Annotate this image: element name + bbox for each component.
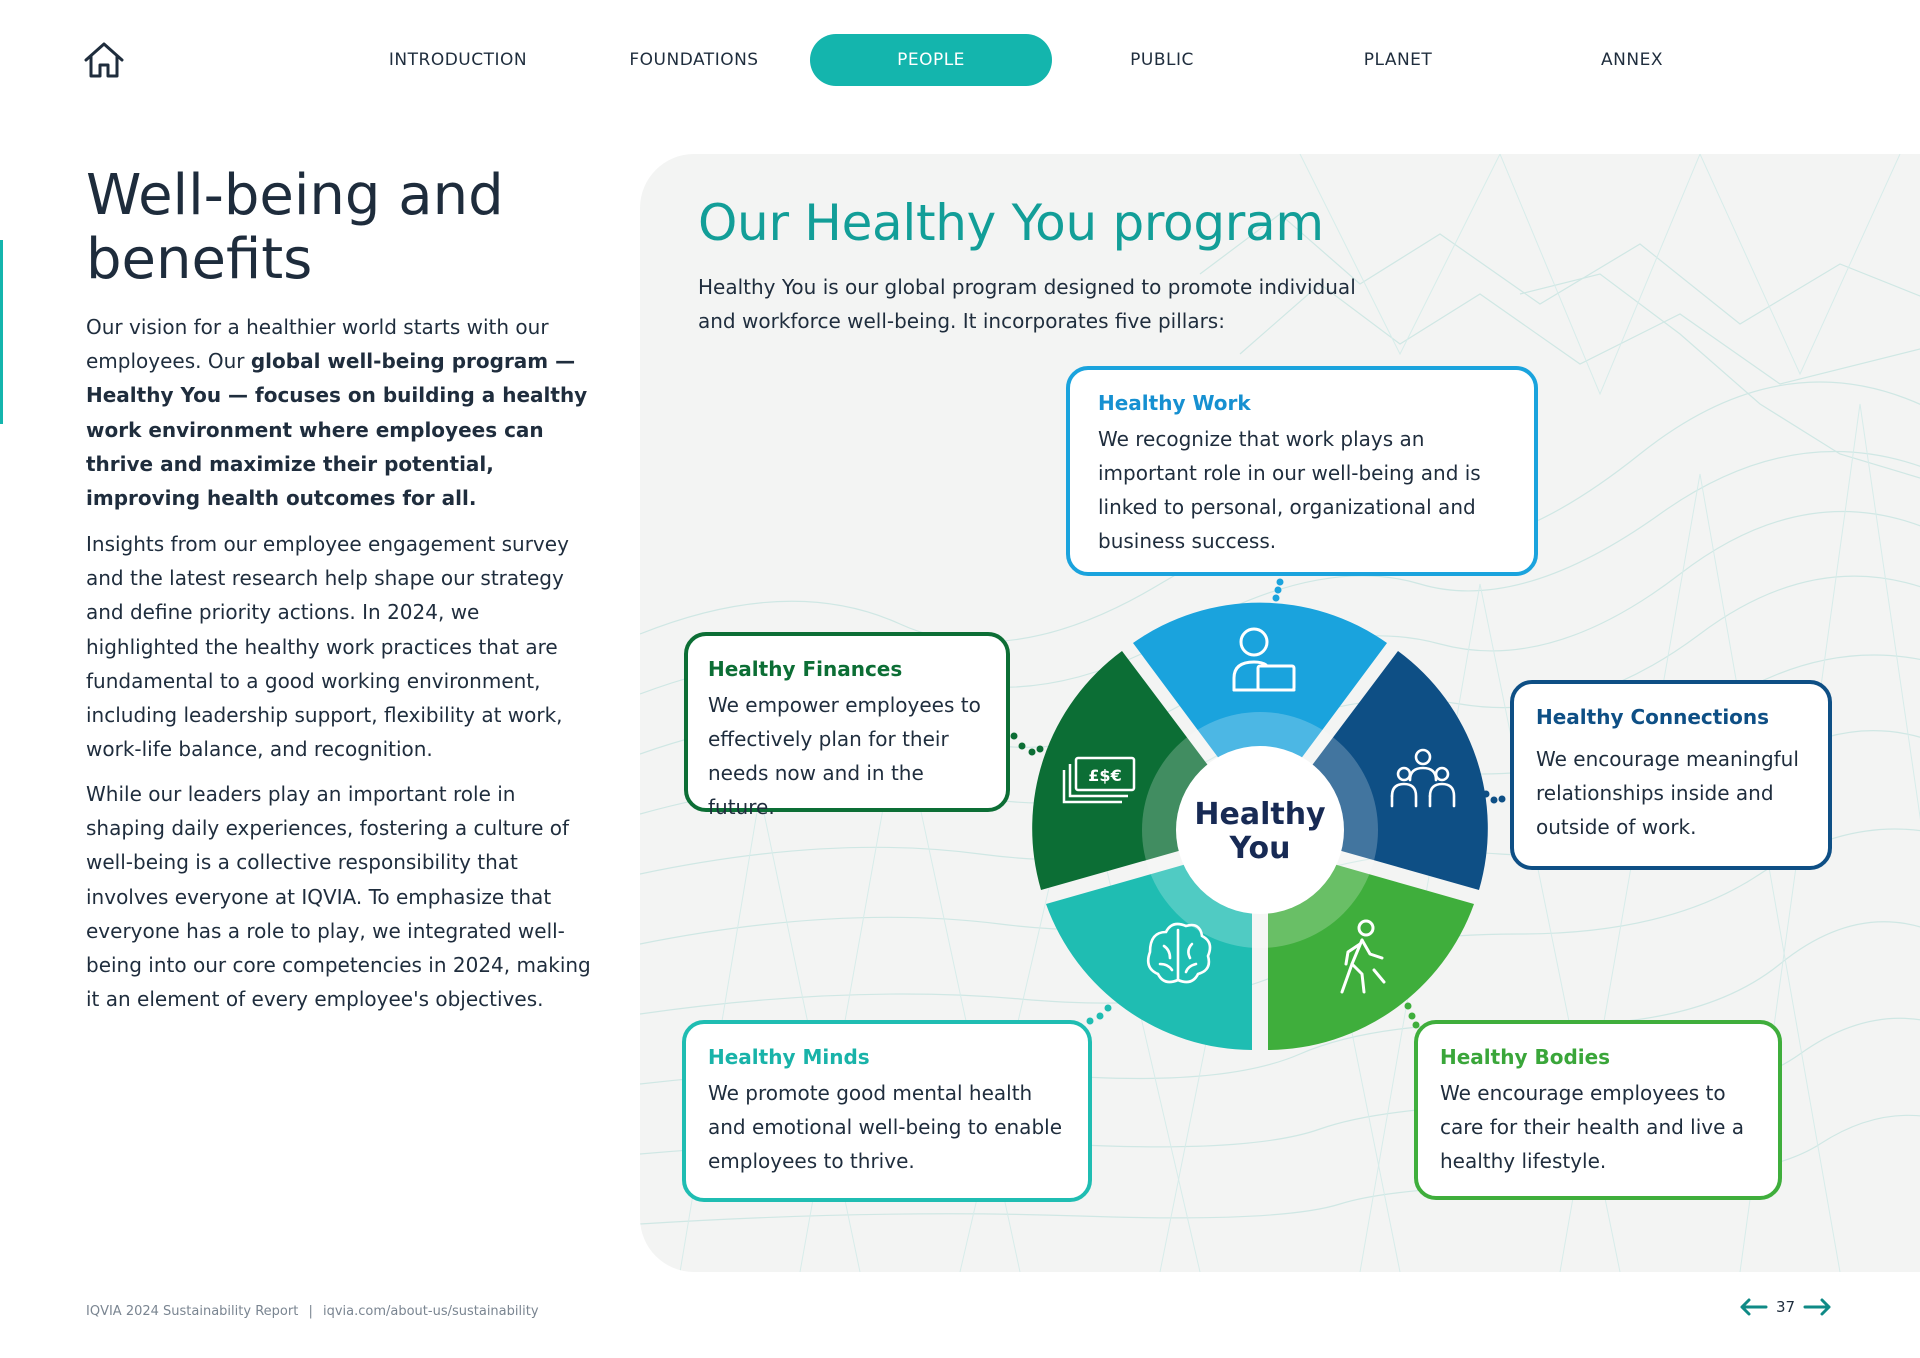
person-laptop-icon [1232,627,1296,692]
brain-icon [1146,922,1212,984]
walking-person-icon [1340,919,1386,994]
page-navigation: 37 [1738,1294,1833,1320]
nav-introduction[interactable]: INTRODUCTION [388,50,528,70]
people-group-icon [1390,748,1456,808]
healthy-work-title: Healthy Work [1098,391,1251,415]
card-healthy-bodies: Healthy Bodies We encourage employees to… [1414,1020,1782,1200]
wheel-segment-work [1133,602,1387,760]
healthy-you-wheel: Healthy You £$€ [1010,578,1506,1050]
center-label-line1: Healthy [1194,797,1326,832]
nav-foundations[interactable]: FOUNDATIONS [629,50,759,70]
footer-separator: | [308,1304,313,1319]
intro-text: Our vision for a healthier world starts … [86,315,549,374]
healthy-finances-title: Healthy Finances [708,657,903,681]
healthy-connections-title: Healthy Connections [1536,705,1770,729]
page-title: Well-being and benefits [86,164,606,292]
healthy-work-text: We recognize that work plays an importan… [1098,427,1481,553]
currency-symbols: £$€ [1088,766,1121,785]
nav-annex[interactable]: ANNEX [1601,50,1663,70]
intro-paragraph: Our vision for a healthier world starts … [86,310,596,515]
intro-bold-text: global well-being program — Healthy You … [86,349,588,511]
footer: IQVIA 2024 Sustainability Report | iqvia… [86,1304,539,1319]
section-accent-bar [0,240,3,424]
leaders-paragraph: While our leaders play an important role… [86,782,591,1012]
nav-people[interactable]: PEOPLE [810,34,1052,86]
previous-page-arrow-icon[interactable] [1738,1297,1768,1317]
wheel-segment-finances [1032,651,1210,890]
finances-connector-dots [1010,732,1044,756]
healthy-bodies-text: We encourage employees to care for their… [1440,1081,1745,1173]
healthy-minds-text: We promote good mental health and emotio… [708,1081,1062,1173]
card-healthy-minds: Healthy Minds We promote good mental hea… [682,1020,1092,1202]
page-number: 37 [1776,1298,1796,1316]
nav-public[interactable]: PUBLIC [1130,50,1194,70]
insights-paragraph: Insights from our employee engagement su… [86,532,569,762]
minds-connector-dots [1086,1004,1112,1025]
currency-notes-icon [1062,756,1136,804]
home-icon[interactable] [82,40,126,80]
wheel-center [1176,746,1344,914]
top-navigation: INTRODUCTION FOUNDATIONS PEOPLE PUBLIC P… [0,34,1920,86]
program-title: Our Healthy You program [698,194,1324,252]
healthy-bodies-title: Healthy Bodies [1440,1045,1611,1069]
card-healthy-finances: Healthy Finances We empower employees to… [684,632,1010,819]
footer-report-name: IQVIA 2024 Sustainability Report [86,1304,299,1319]
work-connector-dots [1272,578,1284,602]
card-healthy-work: Healthy Work We recognize that work play… [1066,366,1538,576]
next-page-arrow-icon[interactable] [1803,1297,1833,1317]
nav-planet[interactable]: PLANET [1363,50,1433,70]
center-label-line2: You [1229,831,1291,866]
page-title-line1: Well-being and [86,163,504,228]
bodies-connector-dots [1404,1002,1420,1029]
page-title-line2: benefits [86,227,313,292]
healthy-finances-text: We empower employees to effectively plan… [708,693,981,819]
wheel-segment-bodies [1268,863,1474,1050]
card-healthy-connections: Healthy Connections We encourage meaning… [1510,680,1832,870]
healthy-minds-title: Healthy Minds [708,1045,870,1069]
program-intro: Healthy You is our global program design… [698,275,1356,333]
footer-url[interactable]: iqvia.com/about-us/sustainability [322,1304,539,1319]
healthy-connections-text: We encourage meaningful relationships in… [1536,747,1799,839]
